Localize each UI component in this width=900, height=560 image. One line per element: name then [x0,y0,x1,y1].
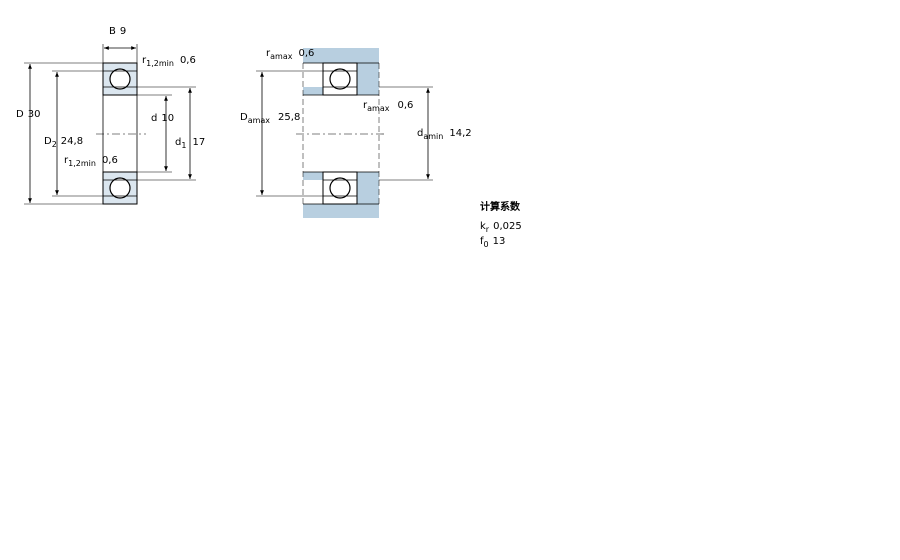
mounted-top-ball [329,68,351,90]
dimension-arrows [28,46,192,203]
mounted-bottom-ball [329,177,351,199]
housing-top-side [357,48,379,95]
shaft-shoulder-bottom [303,172,323,180]
shaft-shoulder-top [303,87,323,95]
bottom-ball [109,177,131,199]
abutment-extension-lines [256,70,433,197]
abutment-section [296,48,386,218]
calc-factors-title: 计算系数 [480,200,521,213]
bearing-section [96,62,146,205]
top-ball [109,68,131,90]
housing-bottom-side [357,172,379,218]
abutment-dimension-arrows [260,72,430,195]
extension-lines [24,44,196,205]
